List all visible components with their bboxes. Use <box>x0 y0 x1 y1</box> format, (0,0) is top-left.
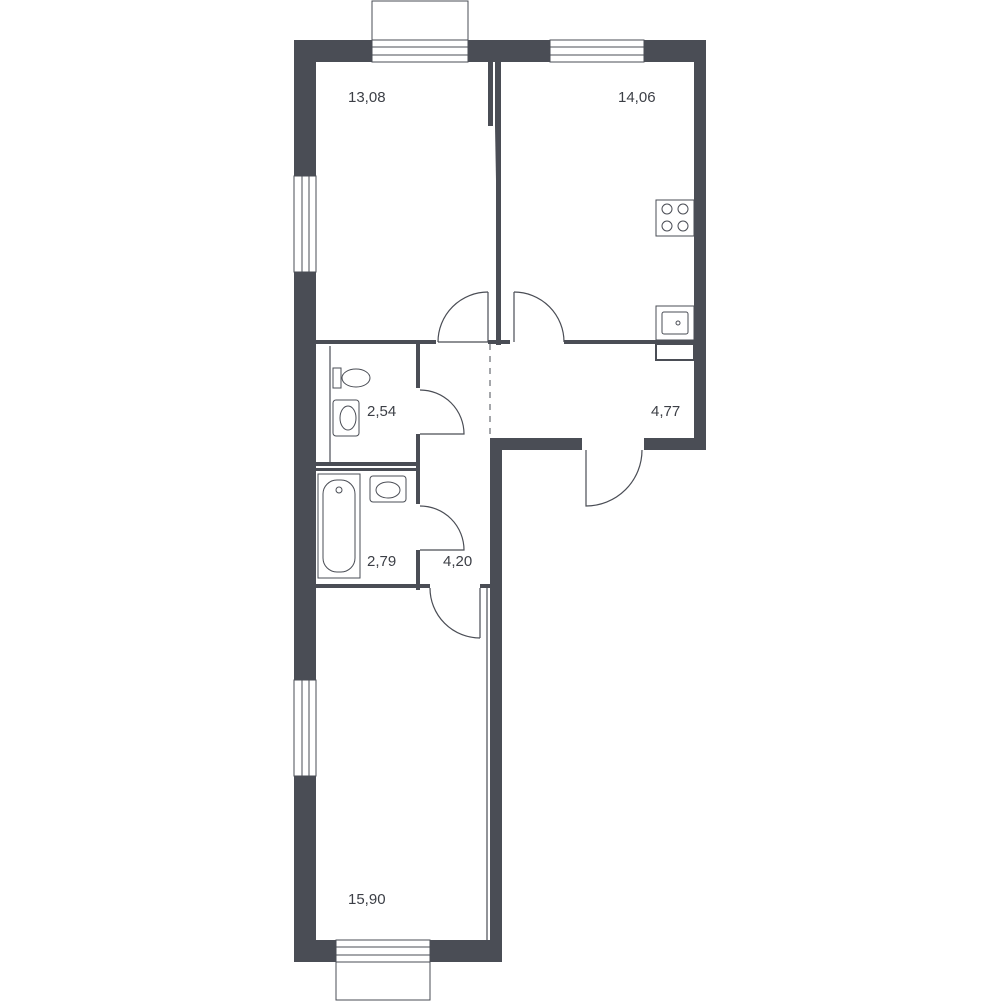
sink-icon <box>655 305 695 341</box>
room-area-corridor: 4,20 <box>443 553 472 570</box>
room-labels: 13,08 14,06 2,54 4,77 2,79 4,20 15,90 <box>348 89 680 908</box>
outer-walls <box>294 40 706 962</box>
stove-icon <box>655 199 695 237</box>
washbasin-icon <box>369 475 407 503</box>
room-area-bathroom: 2,79 <box>367 553 396 570</box>
doors <box>419 291 643 639</box>
room-area-kitchen: 14,06 <box>618 89 656 106</box>
washbasin-icon <box>332 399 360 437</box>
room-area-bedroom-bottom: 15,90 <box>348 891 386 908</box>
room-area-bedroom-top-left: 13,08 <box>348 89 386 106</box>
windows <box>293 0 645 1001</box>
bathtub-icon <box>317 473 361 579</box>
toilet-icon <box>332 367 371 389</box>
partitions <box>316 62 695 940</box>
room-area-hall: 4,77 <box>651 403 680 420</box>
room-area-toilet: 2,54 <box>367 403 396 420</box>
